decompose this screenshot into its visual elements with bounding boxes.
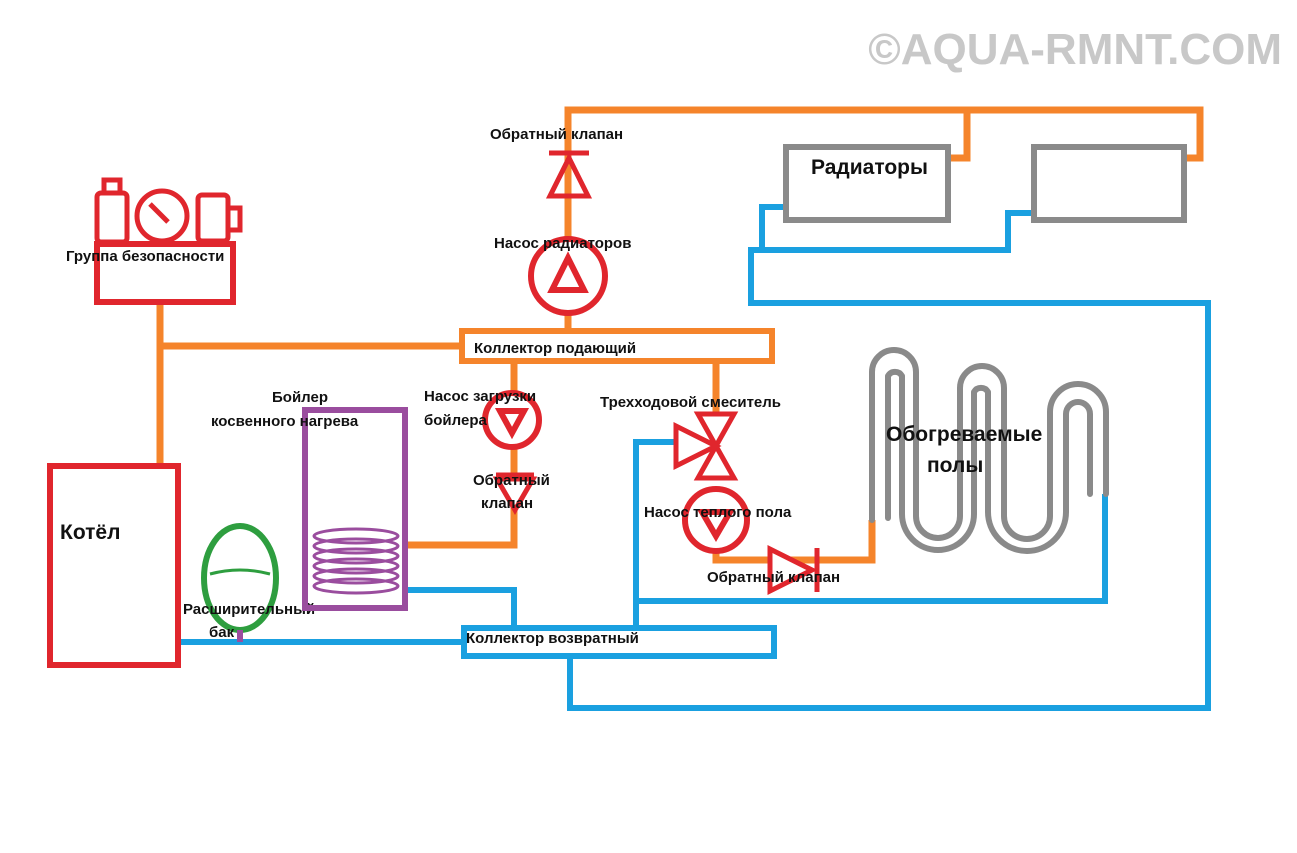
supply-manifold: [459, 328, 775, 364]
boiler-title-line2: косвенного нагрева: [211, 413, 359, 430]
pump-icon: [528, 236, 608, 316]
check-valve-icon: [767, 544, 820, 596]
three-way-valve-icon: [673, 411, 739, 481]
radiator-pump-label: Насос радиаторов: [494, 235, 631, 252]
heated-floors-label-2: полы: [927, 454, 983, 477]
safety-group-label: Группа безопасности: [66, 248, 224, 265]
mixer-label: Трехходовой смеситель: [600, 394, 781, 411]
expansion-tank: [201, 523, 279, 642]
supply-pipe-kettle-safety: [156, 342, 462, 466]
expansion-tank-label-1: Расширительный: [183, 601, 315, 618]
pump-icon: [682, 486, 750, 554]
kettle-label: Котёл: [60, 521, 120, 544]
safety-group: [94, 177, 243, 305]
supply-pipe-radiator-riser: [564, 106, 1204, 331]
return-pipe-floor: [633, 439, 676, 628]
relief-valve-icon: [195, 192, 243, 244]
return-pipe-radiators: [567, 204, 1211, 711]
return-pipe-boiler: [408, 587, 517, 628]
safety-group-box: [94, 241, 236, 305]
heated-floor-loop: [869, 347, 1109, 554]
supply-manifold-label: Коллектор подающий: [474, 340, 636, 357]
indirect-boiler: [302, 407, 408, 611]
boiler-pump-label-1: Насос загрузки: [424, 388, 536, 405]
check-valve-floor-label: Обратный клапан: [707, 569, 840, 586]
check-valve-top-label: Обратный клапан: [490, 126, 623, 143]
return-manifold: [461, 625, 777, 659]
floor-pump-label: Насос теплого пола: [644, 504, 792, 521]
radiators-label: Радиаторы: [811, 156, 928, 179]
check-valve-mid-label-1: Обратный: [473, 472, 550, 489]
return-pipes: [178, 204, 1211, 711]
manometer-icon: [134, 188, 190, 244]
kettle: [47, 463, 181, 668]
pump-icon: [482, 390, 542, 450]
radiator-1: [783, 144, 951, 223]
coil-icon: [312, 527, 400, 595]
air-vent-icon: [94, 177, 130, 245]
heated-floors-label-1: Обогреваемые: [886, 423, 1042, 446]
watermark: ©AQUA-RMNT.COM: [868, 25, 1282, 74]
boiler-title-line1: Бойлер: [272, 389, 328, 406]
check-valve-icon: [492, 472, 538, 515]
return-manifold-label: Коллектор возвратный: [466, 630, 639, 647]
supply-pipe-radiator1: [950, 110, 971, 162]
return-pipe-radiator2: [751, 210, 1034, 253]
radiator-2: [1031, 144, 1187, 223]
expansion-tank-label-2: бак: [209, 624, 235, 641]
return-pipe-floor-loop: [636, 494, 1108, 604]
check-valve-mid-label-2: клапан: [481, 495, 533, 512]
check-valve-icon: [545, 150, 593, 199]
boiler-pump-label-2: бойлера: [424, 412, 487, 429]
